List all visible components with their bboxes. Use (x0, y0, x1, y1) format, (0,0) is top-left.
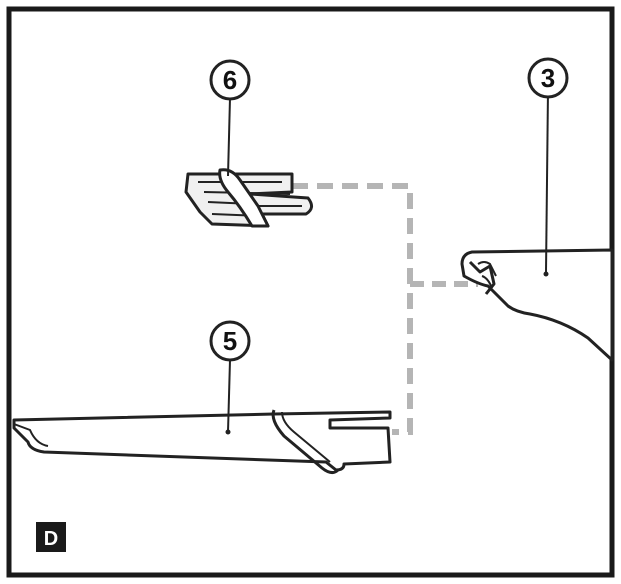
callout-5-label: 5 (223, 326, 237, 356)
mount-bracket-icon (460, 89, 614, 362)
callout-3-label: 3 (541, 63, 555, 93)
step-badge: D (36, 522, 66, 552)
callout-5: 5 (209, 320, 251, 362)
rail-icon (12, 359, 392, 475)
clip-icon (184, 97, 313, 228)
callout-3: 3 (527, 57, 569, 99)
callout-6: 6 (209, 59, 251, 101)
callout-6-label: 6 (223, 65, 237, 95)
step-label: D (44, 528, 58, 550)
dashed-leader-line (292, 183, 413, 435)
